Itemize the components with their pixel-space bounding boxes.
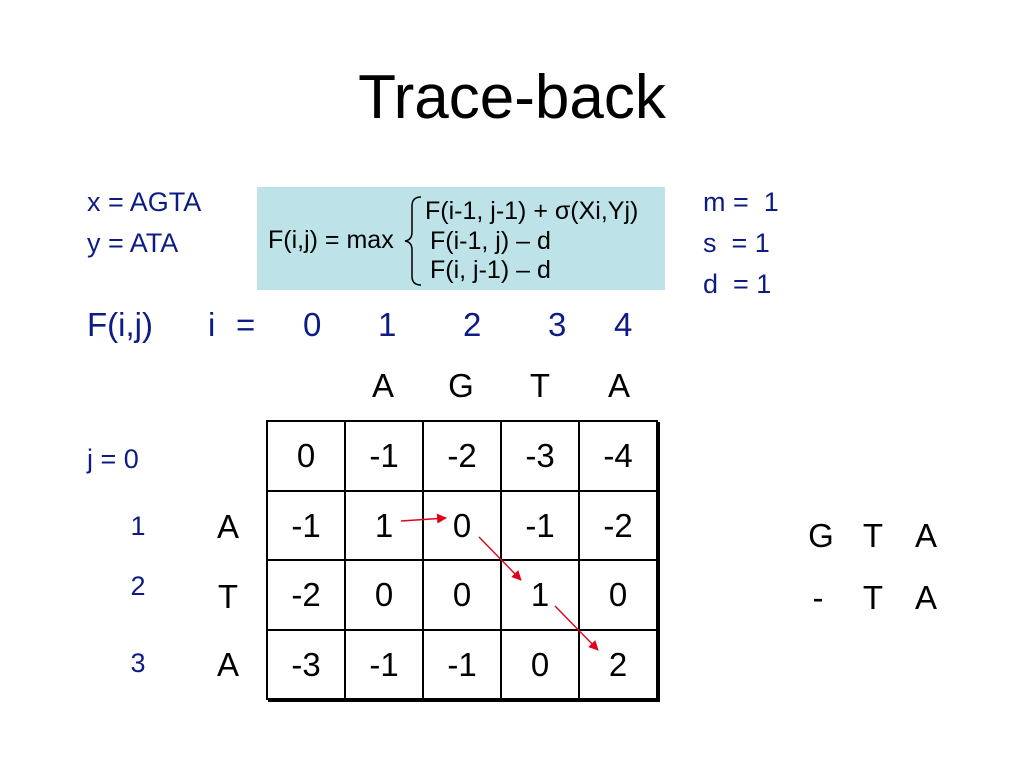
alignment-bottom-1: - (812, 579, 824, 616)
matrix-cell-r1-c0: -1 (268, 491, 346, 561)
matrix-cell-r1-c4: -2 (580, 491, 658, 561)
recurrence-lhs: F(i,j) = max (268, 226, 394, 254)
i-index-3: 3 (548, 306, 567, 343)
slide-title: Trace-back (358, 63, 666, 132)
recurrence-formula-box (257, 187, 665, 290)
score-gap: d = 1 (703, 269, 772, 299)
recurrence-case-left: F(i, j-1) – d (430, 256, 551, 284)
alignment-bottom-2: T (862, 579, 884, 616)
alignment-bottom-3: A (914, 579, 937, 616)
i-index-1: 1 (378, 306, 397, 343)
column-letter-1: A (371, 367, 394, 404)
j-index-1: 1 (130, 511, 146, 541)
matrix-cell-r0-c2: -2 (424, 422, 502, 492)
matrix-cell-r0-c0: 0 (268, 422, 346, 492)
matrix-cell-r3-c0: -3 (268, 630, 346, 700)
matrix-cell-r3-c4: 2 (580, 630, 658, 700)
matrix-cell-r1-c2: 0 (424, 491, 502, 561)
row-letter-1: A (216, 508, 239, 545)
score-match: m = 1 (703, 187, 779, 217)
matrix-cell-r3-c2: -1 (424, 630, 502, 700)
j-index-2: 2 (130, 571, 146, 601)
matrix-label: F(i,j) (87, 306, 153, 343)
column-letter-4: A (607, 367, 630, 404)
i-index-0: 0 (303, 306, 322, 343)
matrix-cell-r3-c3: 0 (502, 630, 580, 700)
alignment-top-3: A (914, 517, 937, 554)
alignment-top-2: T (862, 517, 884, 554)
i-index-label: i (208, 306, 216, 343)
sequence-x: x = AGTA (87, 187, 202, 217)
matrix-cell-r1-c3: -1 (502, 491, 580, 561)
matrix-cell-r0-c3: -3 (502, 422, 580, 492)
matrix-cell-r0-c1: -1 (346, 422, 424, 492)
alignment-top-1: G (808, 517, 834, 554)
recurrence-case-diagonal: F(i-1, j-1) + σ(Xi,Yj) (425, 197, 639, 225)
column-letter-3: T (529, 367, 551, 404)
row-letter-3: A (216, 646, 239, 683)
row-letter-2: T (217, 578, 239, 615)
column-letter-2: G (448, 367, 474, 404)
i-index-2: 2 (463, 306, 482, 343)
j-index-3: 3 (130, 648, 146, 678)
score-mismatch: s = 1 (703, 228, 770, 258)
matrix-cell-r2-c0: -2 (268, 561, 346, 631)
matrix-cell-r0-c4: -4 (580, 422, 658, 492)
recurrence-case-up: F(i-1, j) – d (430, 227, 551, 255)
j-index-0: j = 0 (87, 444, 139, 474)
matrix-cell-r2-c2: 0 (424, 561, 502, 631)
matrix-cell-r3-c1: -1 (346, 630, 424, 700)
score-matrix: 0 -1 -2 -3 -4 -1 1 0 -1 -2 -2 0 0 1 0 -3… (266, 420, 658, 700)
i-index-4: 4 (614, 306, 633, 343)
matrix-cell-r2-c3: 1 (502, 561, 580, 631)
matrix-cell-r2-c1: 0 (346, 561, 424, 631)
i-index-equals: = (236, 306, 256, 343)
matrix-cell-r1-c1: 1 (346, 491, 424, 561)
sequence-y: y = ATA (87, 228, 179, 258)
matrix-cell-r2-c4: 0 (580, 561, 658, 631)
